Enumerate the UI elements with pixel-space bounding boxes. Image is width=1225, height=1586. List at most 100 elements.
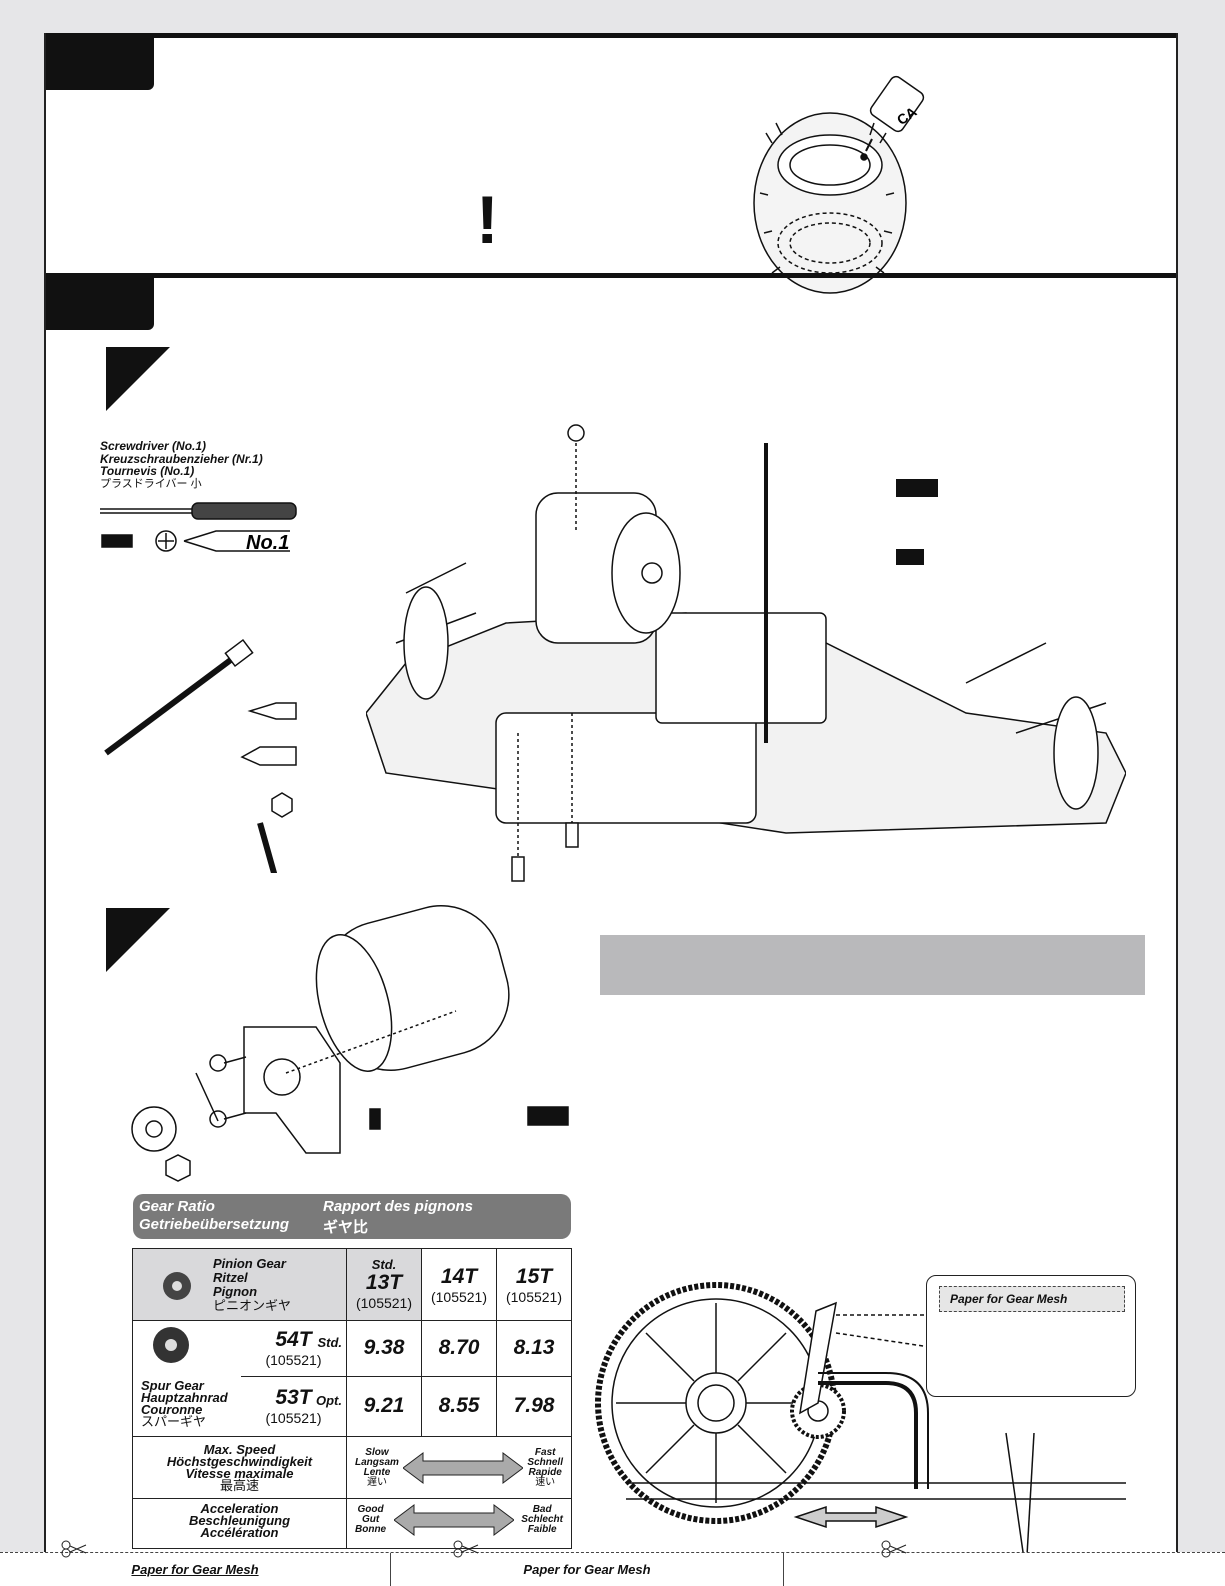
scissors-icon (61, 1540, 87, 1558)
substep-marker-b (106, 908, 170, 972)
gear-ratio-title-en: Gear Ratio (139, 1198, 215, 1215)
acceleration-label-cell: Acceleration Beschleunigung Accélération (132, 1498, 347, 1549)
good-de: Gut (361, 1514, 380, 1525)
gear-mesh-callout: Paper for Gear Mesh (926, 1275, 1136, 1397)
pinion-15t-label: 15T (515, 1264, 553, 1288)
slow-jp: 遅い (366, 1476, 387, 1488)
gear-ratio-title-fr: Rapport des pignons (323, 1198, 473, 1215)
ratio-54-13: 9.38 (346, 1320, 422, 1377)
fast-de: Schnell (527, 1456, 563, 1468)
spur-label-fr: Couronne (141, 1402, 203, 1417)
gear-mesh-illustration (595, 1282, 1126, 1573)
manual-page: CA ! Screwdriver (No.1) Kreuzschraubenzi… (44, 33, 1178, 1585)
ratio-53-15: 7.98 (496, 1375, 572, 1438)
scissors-icon (881, 1540, 907, 1558)
pinion-14t-cell: 14T (105521) (421, 1248, 497, 1321)
max-speed-fr: Vitesse maximale (185, 1465, 294, 1481)
pinion-label-fr: Pignon (213, 1283, 258, 1299)
pinion-std-tag: Std. (371, 1256, 397, 1272)
screwdriver-label-fr: Tournevis (No.1) (100, 464, 195, 478)
spur-label-de: Hauptzahnrad (141, 1390, 228, 1405)
max-speed-label-cell: Max. Speed Höchstgeschwindigkeit Vitesse… (132, 1436, 347, 1499)
slow-de: Langsam (355, 1456, 399, 1468)
accel-de: Beschleunigung (188, 1513, 291, 1528)
top-rule (46, 33, 1176, 38)
cutout-paper-middle[interactable]: Paper for Gear Mesh (523, 1562, 651, 1577)
screw-icons (896, 479, 938, 565)
accel-fr: Accélération (200, 1525, 279, 1540)
spur-53t-part: (105521) (265, 1410, 322, 1427)
cutout-divider-2 (783, 1553, 784, 1586)
cutout-divider-1 (390, 1553, 391, 1586)
spur-label-cell: Spur Gear Hauptzahnrad Couronne スパーギヤ (132, 1320, 241, 1437)
ratio-54-15: 8.13 (496, 1320, 572, 1377)
good-en: Good (357, 1504, 384, 1515)
pinion-15t-part: (105521) (505, 1288, 563, 1305)
screwdriver-label-jp: プラスドライバー 小 (100, 477, 202, 490)
scissors-icon (453, 1540, 479, 1558)
pinion-13t-part: (105521) (355, 1294, 413, 1311)
section-rule (46, 273, 1176, 278)
screwdriver-label-en: Screwdriver (No.1) (100, 439, 207, 453)
max-speed-scale-cell: Slow Langsam Lente 遅い Fast Schnell Rapid… (346, 1436, 572, 1499)
cutout-paper-left[interactable]: Paper for Gear Mesh (131, 1562, 259, 1577)
tire-glue-illustration: CA (753, 75, 925, 294)
double-arrow-icon (393, 1504, 514, 1536)
slow-en: Slow (365, 1446, 389, 1458)
spur-53t-label: 53T (275, 1386, 312, 1410)
pinion-13t-label: 13T (365, 1270, 403, 1294)
pinion-label-jp: ピニオンギヤ (213, 1297, 292, 1313)
note-bar (600, 935, 1145, 995)
gear-ratio-title-jp: ギヤ比 (323, 1219, 369, 1236)
accel-en: Acceleration (200, 1501, 279, 1516)
spur-54t-part: (105521) (265, 1352, 322, 1369)
bad-de: Schlecht (521, 1514, 563, 1525)
ratio-54-14: 8.70 (421, 1320, 497, 1377)
pinion-label-de: Ritzel (213, 1269, 248, 1285)
spur-gear-icon (153, 1327, 189, 1363)
gear-ratio-header: Gear Ratio Getriebeübersetzung Rapport d… (133, 1194, 571, 1239)
spur-std-tag: Std. (317, 1335, 342, 1350)
ratio-53-14: 8.55 (421, 1375, 497, 1438)
pinion-13t-cell: Std. 13T (105521) (346, 1248, 422, 1321)
substep-marker-a (106, 347, 170, 411)
screwdriver-illustration: No.1 (100, 502, 297, 554)
cutout-paper-right[interactable] (784, 1553, 1225, 1586)
pinion-14t-part: (105521) (430, 1288, 488, 1305)
ratio-53-13: 9.21 (346, 1375, 422, 1438)
screwdriver-label-de: Kreuzschraubenzieher (Nr.1) (100, 451, 263, 466)
pinion-label-en: Pinion Gear (213, 1255, 286, 1271)
pinion-header-cell: Pinion Gear Ritzel Pignon ピニオンギヤ (132, 1248, 347, 1321)
gear-ratio-title-de: Getriebeübersetzung (139, 1216, 290, 1233)
pinion-gear-icon (163, 1271, 191, 1300)
slow-fr: Lente (363, 1466, 391, 1478)
max-speed-de: Höchstgeschwindigkeit (166, 1453, 313, 1469)
warning-exclamation: ! (476, 182, 499, 258)
fast-jp: 速い (535, 1476, 556, 1488)
fast-en: Fast (534, 1446, 556, 1458)
step-tab-1 (46, 38, 154, 90)
acceleration-scale-cell: Good Gut Bonne Bad Schlecht Faible (346, 1498, 572, 1549)
spur-opt-tag: Opt. (316, 1392, 342, 1408)
screwdriver-label: Screwdriver (No.1) Kreuzschraubenzieher … (100, 440, 263, 490)
screwdriver-size-label: No.1 (246, 532, 289, 554)
chassis-motor-illustration (366, 424, 1126, 882)
spur-53t-cell: 53T (105521) Opt. (241, 1375, 347, 1438)
good-fr: Bonne (355, 1524, 387, 1535)
step-tab-2 (46, 278, 154, 330)
tools-illustration (104, 638, 297, 873)
max-speed-jp: 最高速 (219, 1477, 259, 1493)
fast-fr: Rapide (528, 1466, 562, 1478)
spur-54t-cell: 54T (105521) Std. (241, 1320, 347, 1377)
spur-54t-label: 54T (275, 1328, 312, 1352)
spur-label-jp: スパーギヤ (141, 1414, 207, 1429)
double-arrow-icon (403, 1451, 524, 1484)
pinion-14t-label: 14T (440, 1264, 478, 1288)
gear-mesh-callout-label: Paper for Gear Mesh (939, 1286, 1125, 1312)
bad-en: Bad (532, 1504, 552, 1515)
bad-fr: Faible (527, 1524, 557, 1535)
pinion-15t-cell: 15T (105521) (496, 1248, 572, 1321)
max-speed-en: Max. Speed (203, 1441, 276, 1457)
motor-mount-illustration (131, 904, 569, 1182)
gear-ratio-table: Pinion Gear Ritzel Pignon ピニオンギヤ Std. 13… (132, 1248, 572, 1549)
